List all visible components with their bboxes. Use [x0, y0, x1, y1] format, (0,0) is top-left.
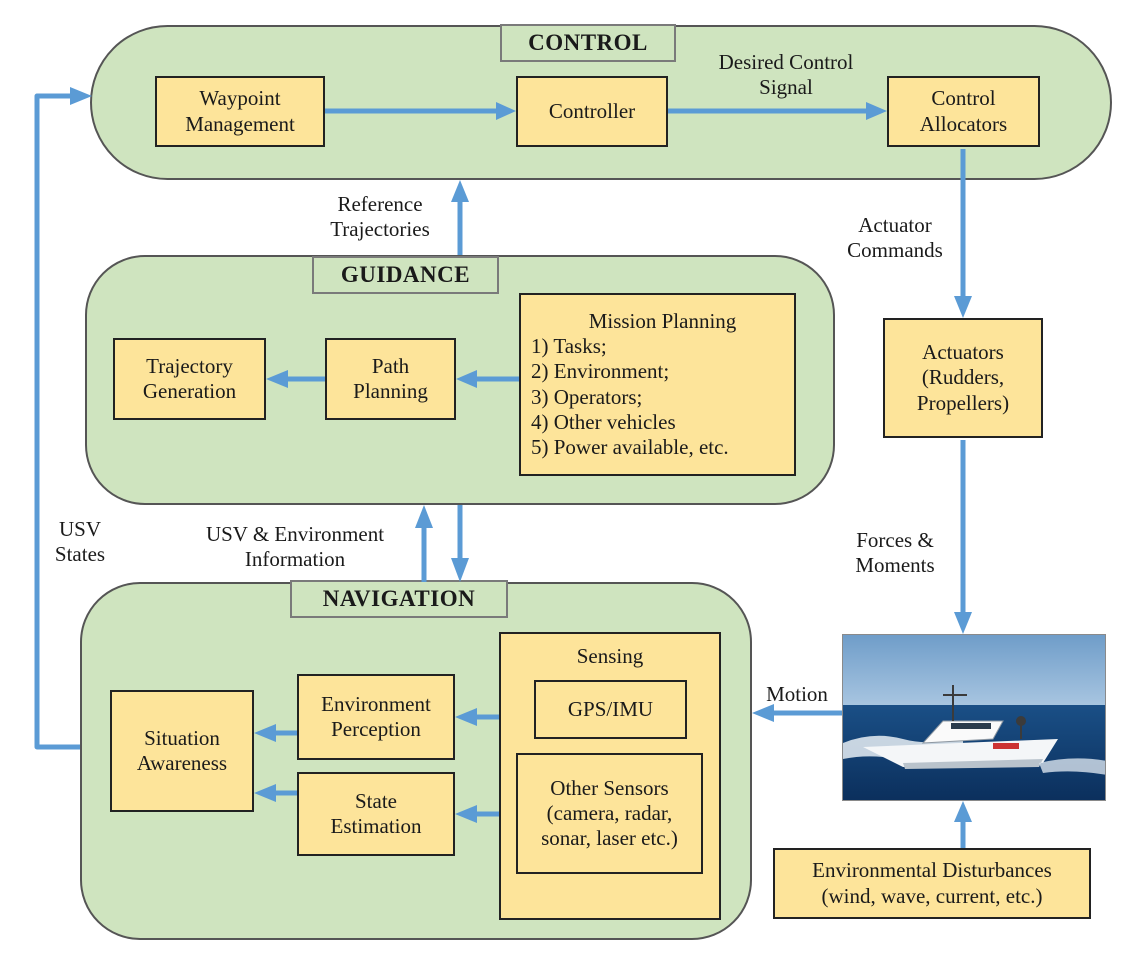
desired-control-signal-label: Desired Control Signal [718, 50, 854, 100]
state-estimation-block: State Estimation [297, 772, 455, 856]
arrow-usv-states-feedback [34, 93, 80, 750]
control-title: CONTROL [500, 24, 676, 62]
mission-planning-title: Mission Planning [588, 308, 737, 333]
usv-boat-photo [842, 634, 1106, 801]
motion-label: Motion [766, 682, 828, 706]
mission-item: 5) Power available, etc. [531, 434, 729, 459]
guidance-title: GUIDANCE [312, 256, 499, 294]
arrowhead [866, 102, 887, 120]
situation-awareness-block: Situation Awareness [110, 690, 254, 812]
other-sensors-block: Other Sensors (camera, radar, sonar, las… [516, 753, 703, 874]
arrowhead [266, 370, 288, 388]
arrowhead [752, 704, 774, 722]
environmental-disturbances-block: Environmental Disturbances (wind, wave, … [773, 848, 1091, 919]
arrowhead [954, 612, 972, 634]
actuators-block: Actuators (Rudders, Propellers) [883, 318, 1043, 438]
arrowhead [954, 296, 972, 318]
mission-item: 4) Other vehicles [531, 409, 676, 434]
arrowhead [455, 708, 477, 726]
arrowhead [451, 180, 469, 202]
arrowhead [451, 558, 469, 582]
environment-perception-block: Environment Perception [297, 674, 455, 760]
sensing-label: Sensing [576, 644, 644, 668]
path-planning-block: Path Planning [325, 338, 456, 420]
arrowhead [415, 505, 433, 528]
mission-item: 3) Operators; [531, 384, 643, 409]
forces-moments-label: Forces & Moments [855, 528, 935, 578]
arrowhead [954, 801, 972, 822]
mission-item: 2) Environment; [531, 359, 670, 384]
usv-environment-information-label: USV & Environment Information [205, 522, 385, 572]
gps-imu-block: GPS/IMU [534, 680, 687, 739]
arrowhead [254, 724, 276, 742]
arrowhead [496, 102, 516, 120]
arrowhead [455, 805, 477, 823]
controller-block: Controller [516, 76, 668, 147]
waypoint-management-block: Waypoint Management [155, 76, 325, 147]
trajectory-generation-block: Trajectory Generation [113, 338, 266, 420]
mission-item: 1) Tasks; [531, 334, 607, 359]
mission-planning-block: Mission Planning 1) Tasks; 2) Environmen… [519, 293, 796, 476]
actuator-commands-label: Actuator Commands [847, 213, 943, 263]
usv-states-label: USV States [54, 517, 106, 567]
boat-illustration [843, 635, 1105, 800]
arrowhead [456, 370, 477, 388]
arrowhead [70, 87, 92, 105]
reference-trajectories-label: Reference Trajectories [330, 192, 430, 242]
navigation-title: NAVIGATION [290, 580, 508, 618]
arrowhead [254, 784, 276, 802]
control-allocators-block: Control Allocators [887, 76, 1040, 147]
